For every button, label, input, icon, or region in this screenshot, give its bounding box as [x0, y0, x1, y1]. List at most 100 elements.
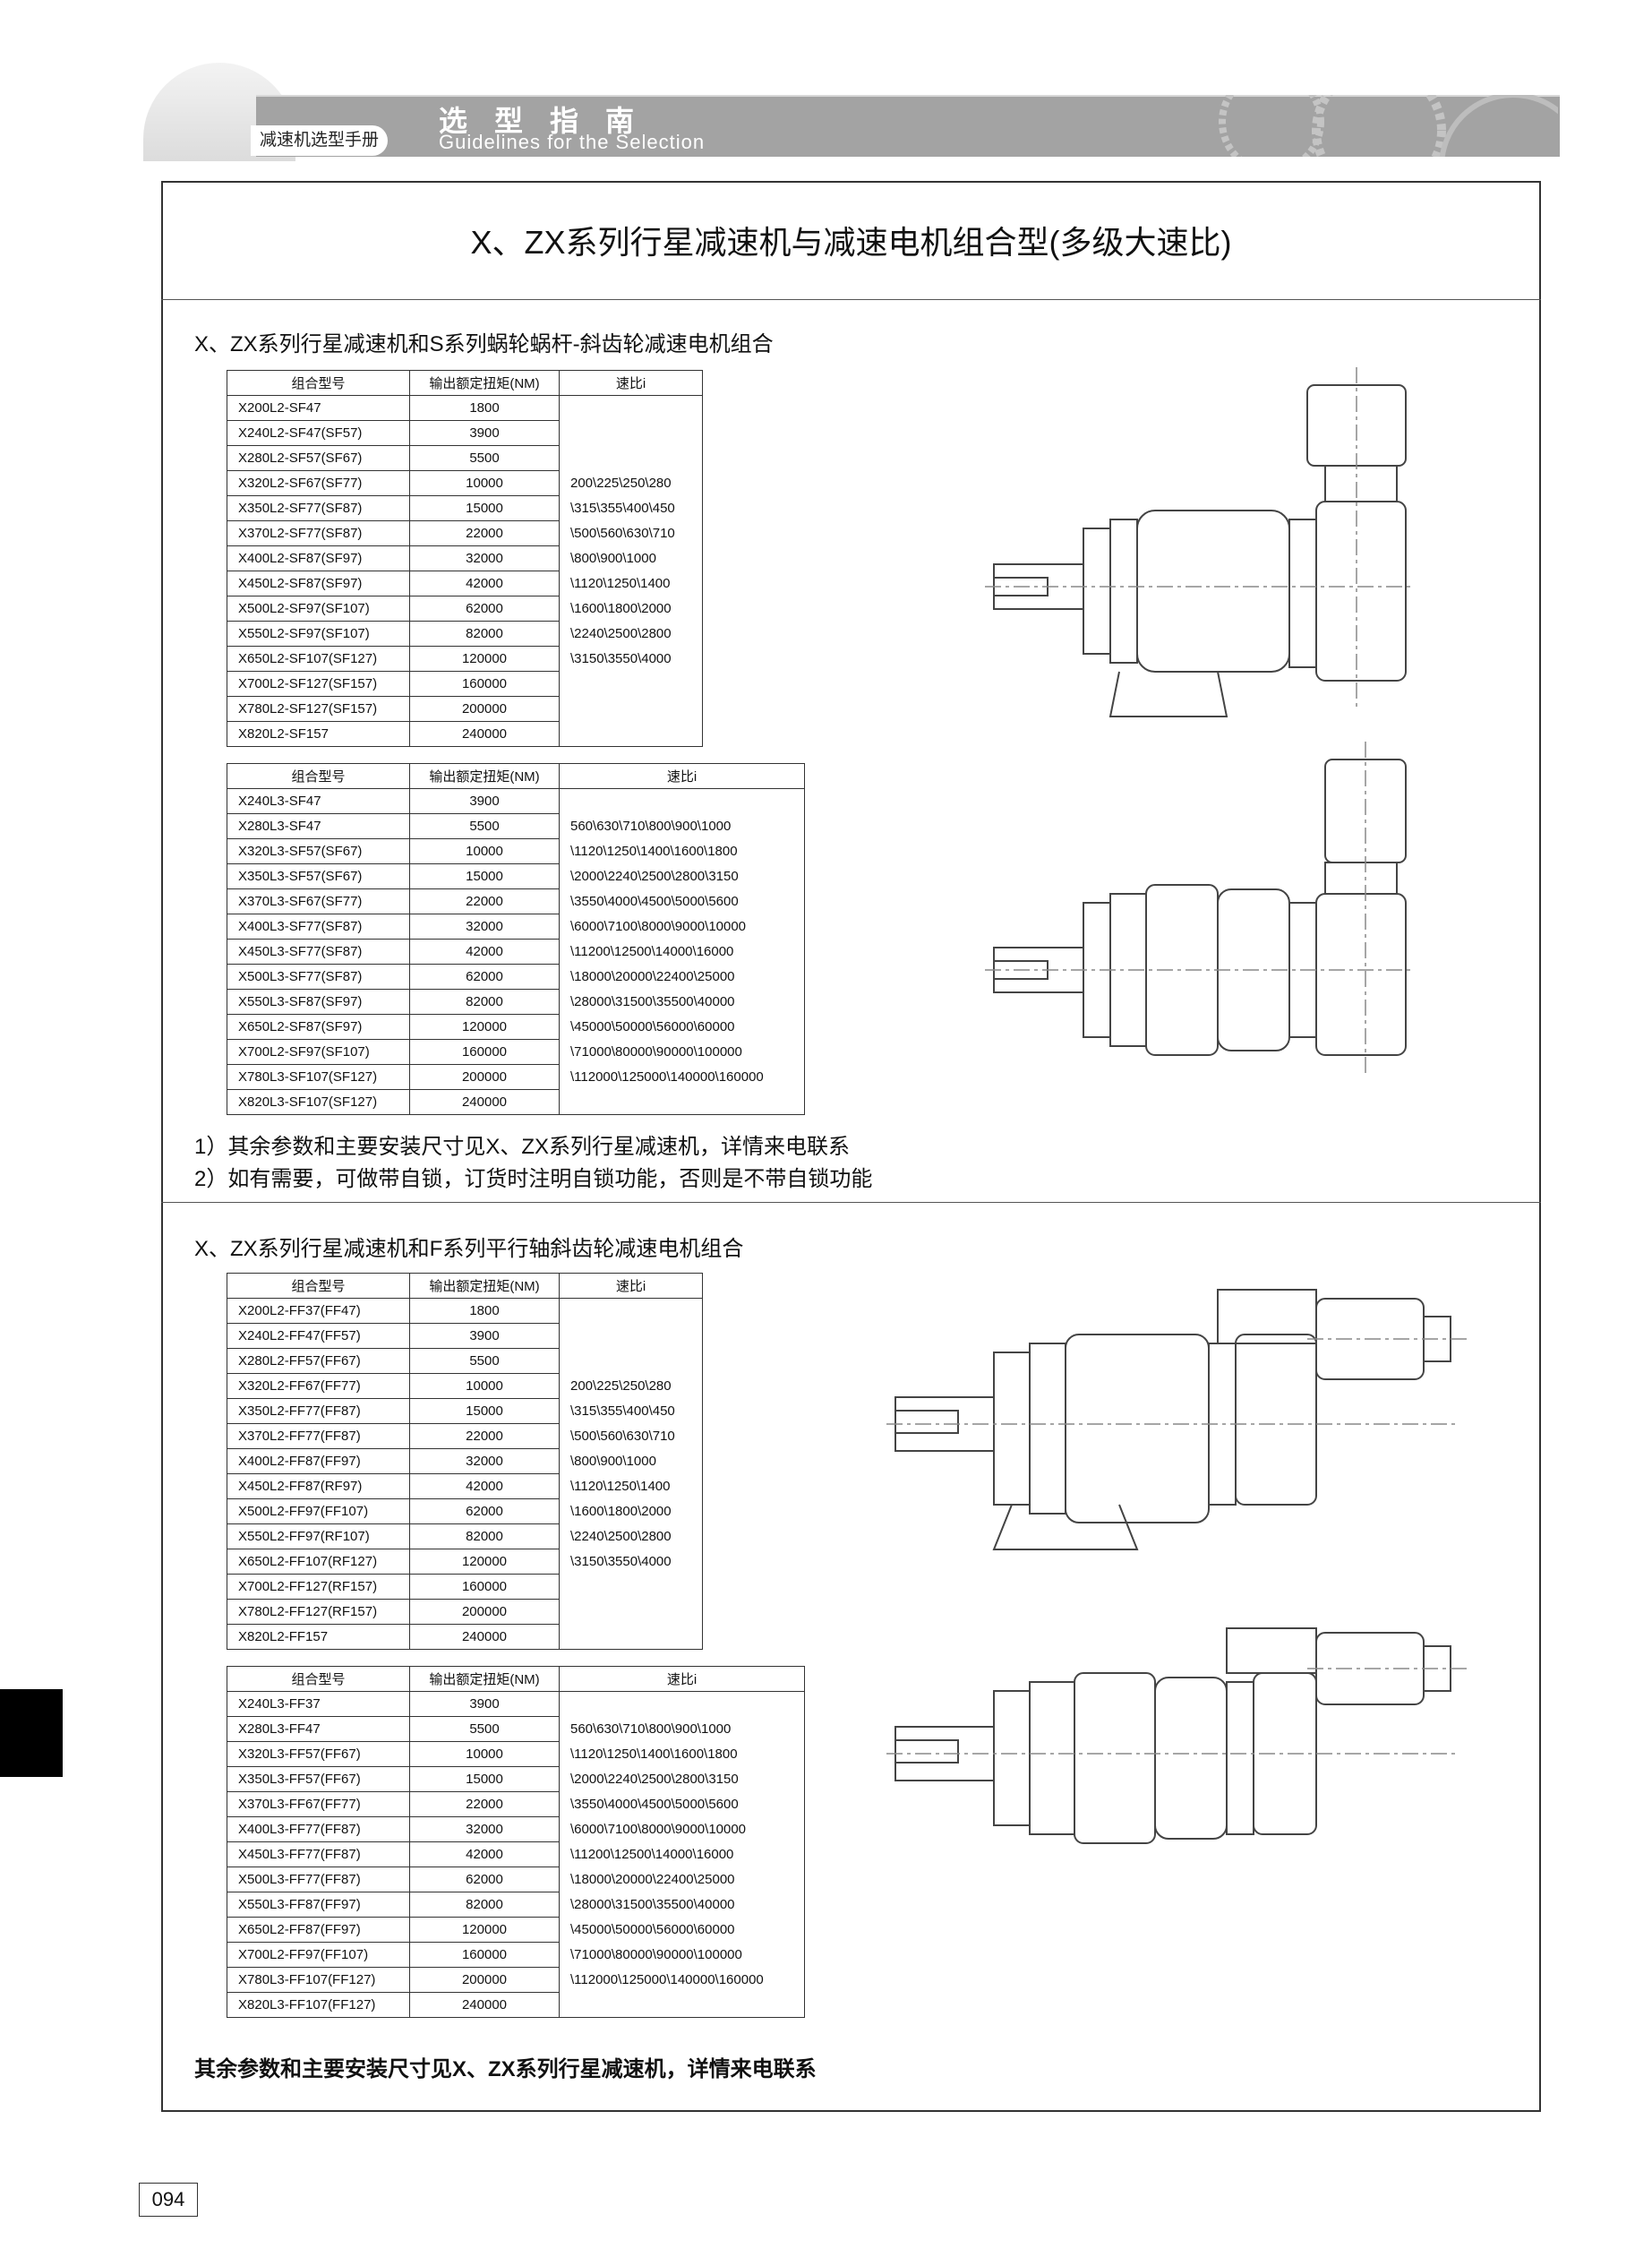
torque-cell: 160000 — [409, 1039, 560, 1065]
torque-cell: 3900 — [409, 1323, 560, 1349]
torque-cell: 1800 — [409, 395, 560, 421]
torque-cell: 200000 — [409, 1967, 560, 1993]
ratio-line: \45000\50000\56000\60000 — [570, 1018, 735, 1034]
model-cell: X820L3-SF107(SF127) — [227, 1089, 410, 1115]
torque-cell: 5500 — [409, 1348, 560, 1374]
torque-cell: 10000 — [409, 470, 560, 496]
torque-cell: 120000 — [409, 1014, 560, 1040]
note-2: 2）如有需要，可做带自锁，订货时注明自锁功能，否则是不带自锁功能 — [194, 1167, 873, 1191]
torque-cell: 10000 — [409, 1373, 560, 1399]
table-row: X350L3-FF57(FF67)15000 — [227, 1766, 805, 1792]
table-row: X350L2-FF77(FF87)15000 — [227, 1398, 703, 1424]
model-cell: X320L2-FF67(FF77) — [227, 1373, 410, 1399]
torque-cell: 15000 — [409, 495, 560, 521]
table-row: X370L2-SF77(SF87)22000 — [227, 520, 703, 546]
torque-cell: 160000 — [409, 1574, 560, 1600]
model-cell: X450L3-FF77(FF87) — [227, 1841, 410, 1867]
ratio-line: \315\355\400\450 — [570, 500, 675, 516]
model-cell: X780L3-SF107(SF127) — [227, 1064, 410, 1090]
header-title-en: Guidelines for the Selection — [439, 131, 706, 153]
model-cell: X320L3-SF57(SF67) — [227, 838, 410, 864]
torque-cell: 120000 — [409, 646, 560, 672]
model-cell: X320L3-FF57(FF67) — [227, 1741, 410, 1767]
torque-cell: 62000 — [409, 1867, 560, 1892]
ratio-line: \28000\31500\35500\40000 — [570, 1896, 735, 1912]
ratio-cell: 200\225\250\280\315\355\400\450\500\560\… — [559, 395, 703, 747]
ratio-line: \2240\2500\2800 — [570, 625, 672, 641]
model-cell: X700L2-FF127(RF157) — [227, 1574, 410, 1600]
table-row: X500L2-FF97(FF107)62000 — [227, 1498, 703, 1524]
ratio-line: \3550\4000\4500\5000\5600 — [570, 893, 739, 909]
gear-decoration-icon — [1219, 95, 1558, 157]
model-cell: X550L2-SF97(SF107) — [227, 621, 410, 647]
model-cell: X500L3-SF77(SF87) — [227, 964, 410, 990]
ratio-line: \1120\1250\1400 — [570, 1478, 671, 1494]
torque-cell: 240000 — [409, 721, 560, 747]
model-cell: X500L2-SF97(SF107) — [227, 596, 410, 622]
torque-cell: 3900 — [409, 1691, 560, 1717]
ratio-line: \2240\2500\2800 — [570, 1528, 672, 1544]
ratio-cell: 200\225\250\280\315\355\400\450\500\560\… — [559, 1298, 703, 1650]
ratio-line: 560\630\710\800\900\1000 — [570, 1721, 732, 1737]
torque-cell: 5500 — [409, 813, 560, 839]
table-row: X320L2-SF67(SF77)10000 — [227, 470, 703, 496]
model-cell: X240L3-SF47 — [227, 788, 410, 814]
ratio-line: \3550\4000\4500\5000\5600 — [570, 1796, 739, 1812]
torque-cell: 82000 — [409, 621, 560, 647]
model-cell: X550L2-FF97(RF107) — [227, 1523, 410, 1549]
model-cell: X200L2-FF37(FF47) — [227, 1298, 410, 1324]
torque-cell: 62000 — [409, 964, 560, 990]
torque-cell: 200000 — [409, 1064, 560, 1090]
ratio-line: \800\900\1000 — [570, 1453, 656, 1469]
table-header-row: 组合型号输出额定扭矩(NM)速比i — [227, 1666, 805, 1692]
ratio-cell: 560\630\710\800\900\1000\1120\1250\1400\… — [559, 1691, 805, 2018]
torque-cell: 160000 — [409, 1942, 560, 1968]
model-cell: X450L3-SF77(SF87) — [227, 939, 410, 965]
model-cell: X500L2-FF97(FF107) — [227, 1498, 410, 1524]
f-series-l2-drawing — [886, 1289, 1468, 1550]
model-cell: X700L2-SF97(SF107) — [227, 1039, 410, 1065]
ratio-line: \71000\80000\90000\100000 — [570, 1043, 742, 1060]
table-row: X450L3-SF77(SF87)42000 — [227, 939, 805, 965]
model-cell: X400L3-FF77(FF87) — [227, 1816, 410, 1842]
table-row: X700L2-SF97(SF107)160000 — [227, 1039, 805, 1065]
table-row: X550L2-SF97(SF107)82000 — [227, 621, 703, 647]
ratio-line: \112000\125000\140000\160000 — [570, 1971, 764, 1987]
model-cell: X650L2-FF107(RF127) — [227, 1549, 410, 1575]
column-header: 组合型号 — [227, 1273, 410, 1299]
table-header-row: 组合型号输出额定扭矩(NM)速比i — [227, 1273, 703, 1299]
torque-cell: 32000 — [409, 545, 560, 571]
torque-cell: 82000 — [409, 989, 560, 1015]
table-row: X400L2-SF87(SF97)32000 — [227, 545, 703, 571]
model-cell: X500L3-FF77(FF87) — [227, 1867, 410, 1892]
torque-cell: 62000 — [409, 1498, 560, 1524]
model-cell: X400L2-FF87(FF97) — [227, 1448, 410, 1474]
torque-cell: 240000 — [409, 1624, 560, 1650]
table-row: X400L2-FF87(FF97)32000 — [227, 1448, 703, 1474]
model-cell: X820L2-SF157 — [227, 721, 410, 747]
table-row: X700L2-FF127(RF157)160000 — [227, 1574, 703, 1600]
ratio-line: \71000\80000\90000\100000 — [570, 1946, 742, 1962]
f-series-l3-drawing — [886, 1627, 1468, 1844]
model-cell: X400L2-SF87(SF97) — [227, 545, 410, 571]
table-row: X780L2-FF127(RF157)200000 — [227, 1599, 703, 1625]
column-header: 组合型号 — [227, 370, 410, 396]
column-header: 输出额定扭矩(NM) — [409, 763, 560, 789]
torque-cell: 22000 — [409, 1423, 560, 1449]
model-cell: X650L2-SF107(SF127) — [227, 646, 410, 672]
table-row: X820L3-SF107(SF127)240000 — [227, 1089, 805, 1115]
table-row: X400L3-SF77(SF87)32000 — [227, 914, 805, 940]
ratio-line: 200\225\250\280 — [570, 1377, 672, 1394]
ratio-line: \1600\1800\2000 — [570, 1503, 672, 1519]
table-row: X650L2-FF107(RF127)120000 — [227, 1549, 703, 1575]
model-cell: X450L2-SF87(SF97) — [227, 571, 410, 596]
model-cell: X240L2-FF47(FF57) — [227, 1323, 410, 1349]
s-series-l2-drawing — [985, 367, 1415, 717]
ratio-line: \800\900\1000 — [570, 550, 656, 566]
